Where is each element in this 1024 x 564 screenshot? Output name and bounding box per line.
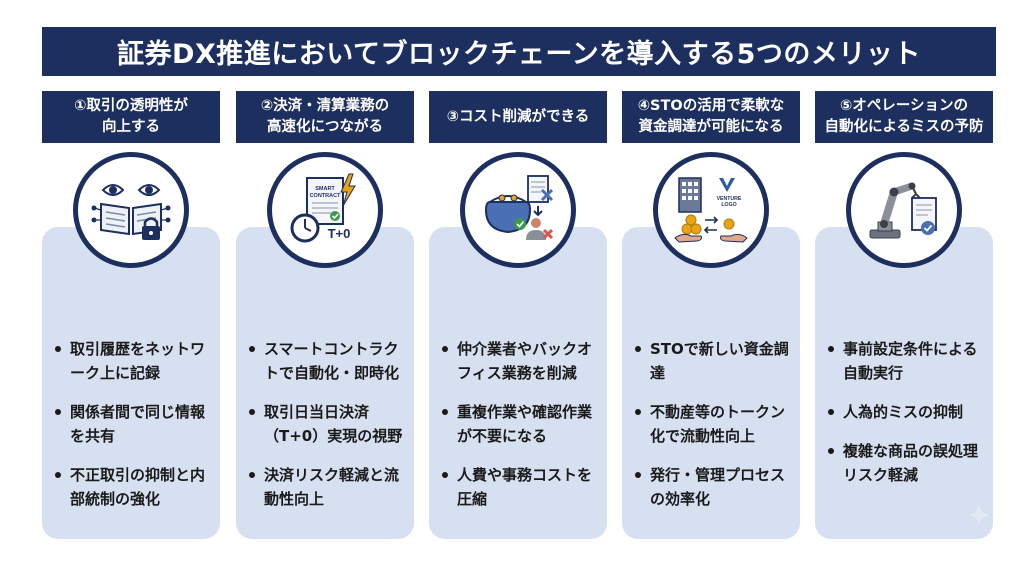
icon-text: VENTURE [717,196,742,202]
list-item: スマートコントラクトで自動化・即時化 [248,337,412,385]
benefit-card [622,227,800,539]
icon-text: CONTRACT [310,193,341,199]
list-item: 事前設定条件による自動実行 [827,337,991,385]
icon-text: SMART [315,186,335,192]
benefit-bullet-list: 取引履歴をネットワーク上に記録 関係者間で同じ情報を共有 不正取引の抑制と内部統… [54,337,218,526]
list-item: 取引履歴をネットワーク上に記録 [54,337,218,385]
column-header-line: 向上する [102,119,160,135]
list-item: 重複作業や確認作業が不要になる [441,400,605,448]
column-header-line: ②決済・清算業務の [260,98,390,114]
cost-reduction-icon [460,152,576,268]
list-item: 人為的ミスの抑制 [827,400,991,424]
list-item: 人費や事務コストを圧縮 [441,463,605,511]
list-item: STOで新しい資金調達 [634,337,798,385]
column-header: ⑤オペレーションの 自動化によるミスの予防 [815,91,993,143]
column-header-line: 高速化につながる [267,119,383,135]
column-header-line: ④STOの活用で柔軟な [637,98,785,114]
column-header-line: 自動化によるミスの予防 [824,119,984,135]
benefit-column-3: ③コスト削減ができる 仲介業者やバックオフィス業務を削減 重複作業や確認作業が不… [429,91,607,539]
list-item: 不動産等のトークン化で流動性向上 [634,400,798,448]
benefit-column-1: ①取引の透明性が 向上する [42,91,220,539]
icon-text: LOGO [721,202,736,208]
benefit-card [236,227,414,539]
list-item: 複雑な商品の誤処理リスク軽減 [827,439,991,487]
list-item: 関係者間で同じ情報を共有 [54,400,218,448]
benefit-bullet-list: 事前設定条件による自動実行 人為的ミスの抑制 複雑な商品の誤処理リスク軽減 [827,337,991,502]
list-item: 決済リスク軽減と流動性向上 [248,463,412,511]
page-title: 証券DX推進においてブロックチェーンを導入する5つのメリット [42,27,996,76]
transparency-icon [73,152,189,268]
list-item: 仲介業者やバックオフィス業務を削減 [441,337,605,385]
column-header: ①取引の透明性が 向上する [42,91,220,143]
icon-text: T+0 [328,226,351,241]
benefit-card [429,227,607,539]
sto-funding-icon: VENTURE LOGO [653,152,769,268]
sparkle-icon [968,504,990,526]
benefit-bullet-list: 仲介業者やバックオフィス業務を削減 重複作業や確認作業が不要になる 人費や事務コ… [441,337,605,526]
benefit-card [42,227,220,539]
list-item: 不正取引の抑制と内部統制の強化 [54,463,218,511]
list-item: 発行・管理プロセスの効率化 [634,463,798,511]
column-header-line: ⑤オペレーションの [839,98,968,114]
list-item: 取引日当日決済（T+0）実現の視野 [248,400,412,448]
column-header-line: ③コスト削減ができる [446,108,590,125]
column-header-line: 資金調達が可能になる [638,119,784,135]
column-header-line: ①取引の透明性が [74,98,188,114]
benefit-column-4: ④STOの活用で柔軟な 資金調達が可能になる VENTURE LOGO [622,91,800,539]
column-header: ③コスト削減ができる [429,91,607,143]
benefit-column-5: ⑤オペレーションの 自動化によるミスの予防 事前設定条件による自動実行 人為的ミ… [815,91,993,539]
benefit-card [815,227,993,539]
benefit-column-2: ②決済・清算業務の 高速化につながる SMART CONTRACT T+0 スマ… [236,91,414,539]
smart-contract-icon: SMART CONTRACT T+0 [267,152,383,268]
benefit-bullet-list: STOで新しい資金調達 不動産等のトークン化で流動性向上 発行・管理プロセスの効… [634,337,798,526]
robot-arm-icon [846,152,962,268]
column-header: ②決済・清算業務の 高速化につながる [236,91,414,143]
column-header: ④STOの活用で柔軟な 資金調達が可能になる [622,91,800,143]
benefit-bullet-list: スマートコントラクトで自動化・即時化 取引日当日決済（T+0）実現の視野 決済リ… [248,337,412,526]
